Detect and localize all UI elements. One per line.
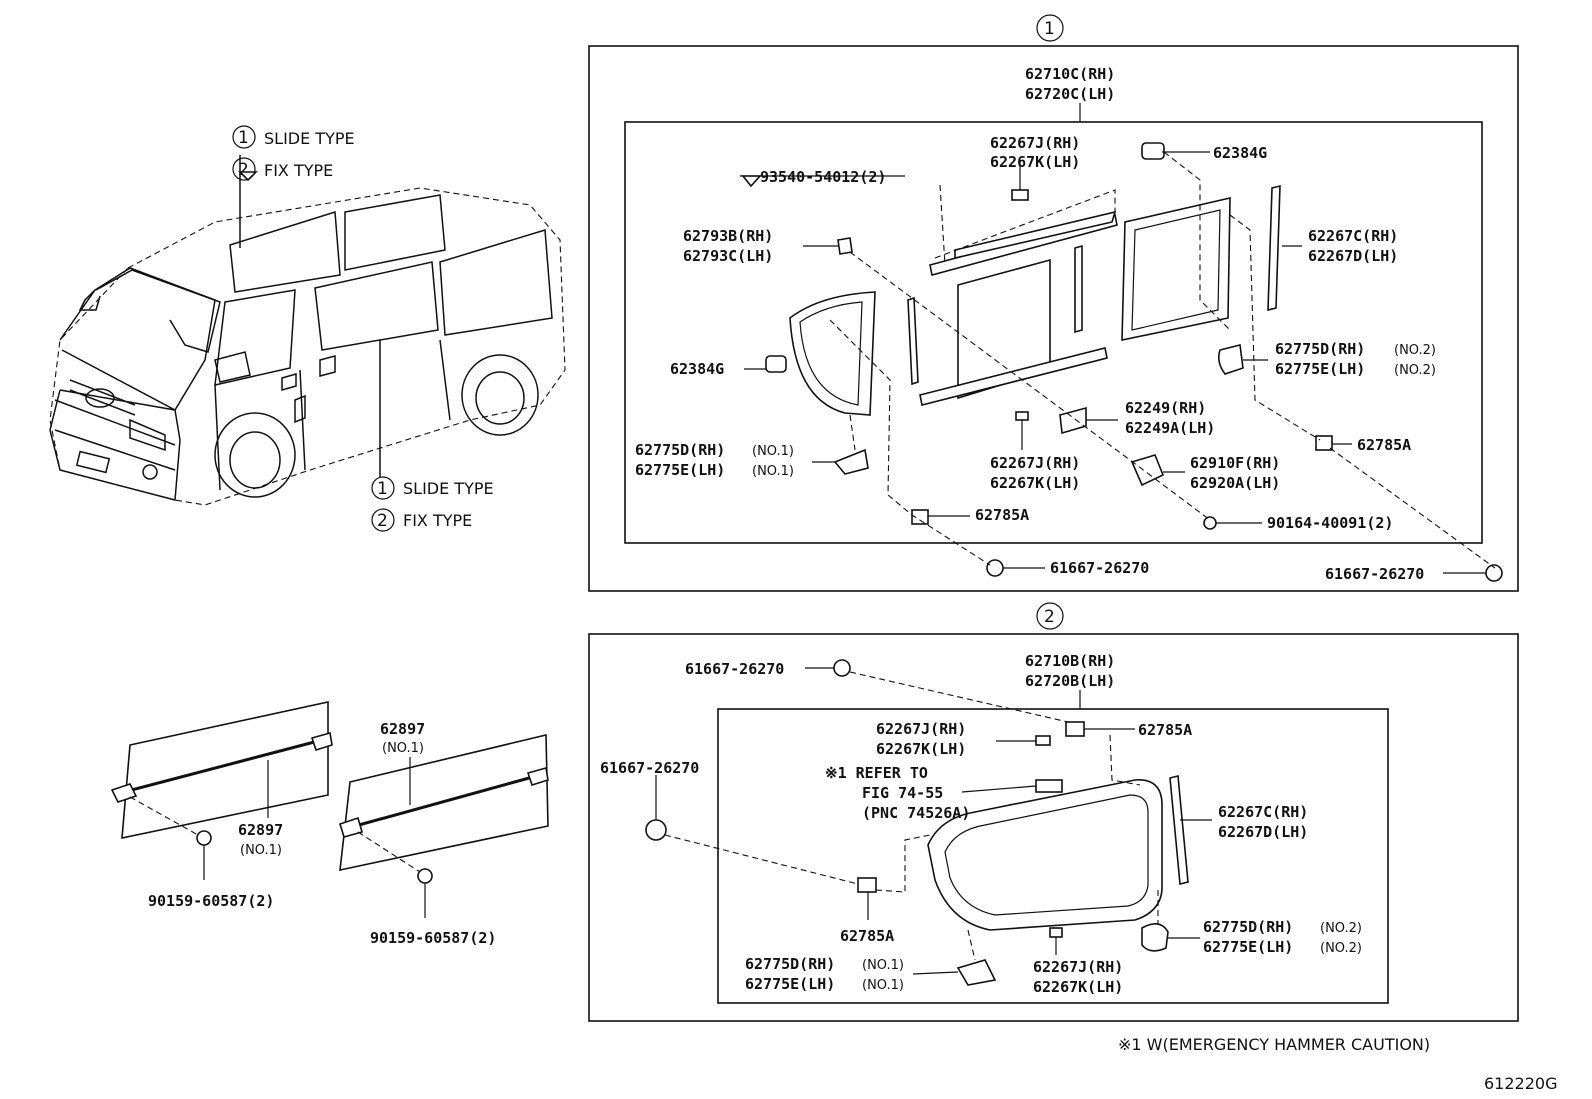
legend-top-n1: 1	[238, 128, 249, 148]
s2-c616-top: 61667-26270	[685, 660, 784, 678]
s1-n1b: 62775E(LH)	[635, 461, 725, 479]
s1-a785-right: 62785A	[1357, 436, 1411, 454]
section-1-marker: 1	[1044, 19, 1055, 39]
legend-top-l1: SLIDE TYPE	[264, 129, 355, 148]
bar-right-part: 62897	[380, 720, 425, 738]
section-1: 1	[238, 14, 1519, 592]
s2-n1b-sub: (NO.1)	[862, 978, 904, 993]
s2-a785-top: 62785A	[1138, 721, 1192, 739]
s2-a785-bottom: 62785A	[840, 927, 894, 945]
s2-c267a: 62267C(RH)	[1218, 803, 1308, 821]
s1-j1b: 62267K(LH)	[990, 153, 1080, 171]
s2-d775b: 62775E(LH)	[1203, 938, 1293, 956]
s1-c267b: 62267D(LH)	[1308, 247, 1398, 265]
legend-mid-n1: 1	[377, 479, 388, 499]
s2-n1a-sub: (NO.1)	[862, 958, 904, 973]
s2-ref1: ※1 REFER TO	[825, 764, 928, 782]
s2-j1b: 62267K(LH)	[876, 740, 966, 758]
legend-mid-l2: FIX TYPE	[403, 511, 472, 530]
s1-b793a: 62793B(RH)	[683, 227, 773, 245]
s2-d775b-sub: (NO.2)	[1320, 941, 1362, 956]
s1-f910b: 62920A(LH)	[1190, 474, 1280, 492]
s1-h249a: 62249(RH)	[1125, 399, 1206, 417]
section-1-outer-frame	[588, 45, 1519, 592]
s1-top-a: 62710C(RH)	[1025, 65, 1115, 83]
s1-top-b: 62720C(LH)	[1025, 85, 1115, 103]
bar-left-part: 62897	[238, 821, 283, 839]
s1-c267a: 62267C(RH)	[1308, 227, 1398, 245]
s1-c616a: 61667-26270	[1050, 559, 1149, 577]
s2-c616-left: 61667-26270	[600, 759, 699, 777]
section-2-inner-frame	[717, 708, 1389, 1004]
s1-g384-top: 62384G	[1213, 144, 1267, 162]
s2-top-b: 62720B(LH)	[1025, 672, 1115, 690]
bar-left-screw: 90159-60587(2)	[148, 892, 274, 910]
s1-h249b: 62249A(LH)	[1125, 419, 1215, 437]
bar-right-sub: (NO.1)	[382, 741, 424, 756]
section-2: 2	[588, 602, 1519, 1022]
s1-n1a: 62775D(RH)	[635, 441, 725, 459]
legend-top-l2: FIX TYPE	[264, 161, 333, 180]
s2-n1a: 62775D(RH)	[745, 955, 835, 973]
s1-f910a: 62910F(RH)	[1190, 454, 1280, 472]
legend-top: 1 SLIDE TYPE 2 FIX TYPE	[232, 125, 355, 181]
bar-labels: 62897 (NO.1) 90159-60587(2) 62897 (NO.1)…	[148, 720, 496, 947]
section-2-marker: 2	[1044, 607, 1055, 627]
footnote: ※1 W(EMERGENCY HAMMER CAUTION)	[1118, 1035, 1430, 1054]
s2-d775a: 62775D(RH)	[1203, 918, 1293, 936]
s2-n1b: 62775E(LH)	[745, 975, 835, 993]
s1-j2a: 62267J(RH)	[990, 454, 1080, 472]
s1-n1a-sub: (NO.1)	[752, 444, 794, 459]
s1-s901: 90164-40091(2)	[1267, 514, 1393, 532]
s2-c267b: 62267D(LH)	[1218, 823, 1308, 841]
legend-mid: 1 SLIDE TYPE 2 FIX TYPE	[371, 476, 494, 532]
van-illustration	[49, 155, 566, 506]
s1-d775b: 62775E(LH)	[1275, 360, 1365, 378]
s1-j1a: 62267J(RH)	[990, 134, 1080, 152]
section-2-labels: 61667-26270 62710B(RH) 62720B(LH) 62267J…	[600, 652, 1362, 996]
s1-n1b-sub: (NO.1)	[752, 464, 794, 479]
s1-d775a: 62775D(RH)	[1275, 340, 1365, 358]
s2-j2a: 62267J(RH)	[1033, 958, 1123, 976]
bar-assemblies	[110, 701, 549, 918]
s2-d775a-sub: (NO.2)	[1320, 921, 1362, 936]
s1-d775a-sub: (NO.2)	[1394, 343, 1436, 358]
s1-g384-left: 62384G	[670, 360, 724, 378]
s1-screw: 93540-54012(2)	[760, 168, 886, 186]
s2-ref2: FIG 74-55	[862, 784, 943, 802]
s1-c616b: 61667-26270	[1325, 565, 1424, 583]
s1-b793b: 62793C(LH)	[683, 247, 773, 265]
bar-left-sub: (NO.1)	[240, 843, 282, 858]
s2-j1a: 62267J(RH)	[876, 720, 966, 738]
section-1-labels: 62710C(RH) 62720C(LH) 62267J(RH) 62267K(…	[635, 65, 1436, 583]
section-2-outer-frame	[588, 633, 1519, 1022]
s2-top-a: 62710B(RH)	[1025, 652, 1115, 670]
legend-top-n2: 2	[238, 160, 249, 180]
s1-a785-bottom: 62785A	[975, 506, 1029, 524]
section-1-inner-frame	[624, 121, 1483, 544]
legend-mid-l1: SLIDE TYPE	[403, 479, 494, 498]
s1-d775b-sub: (NO.2)	[1394, 363, 1436, 378]
bar-right-screw: 90159-60587(2)	[370, 929, 496, 947]
legend-mid-n2: 2	[377, 511, 388, 531]
s2-ref3: (PNC 74526A)	[862, 804, 970, 822]
s1-j2b: 62267K(LH)	[990, 474, 1080, 492]
figure-code: 612220G	[1484, 1074, 1557, 1093]
s2-j2b: 62267K(LH)	[1033, 978, 1123, 996]
